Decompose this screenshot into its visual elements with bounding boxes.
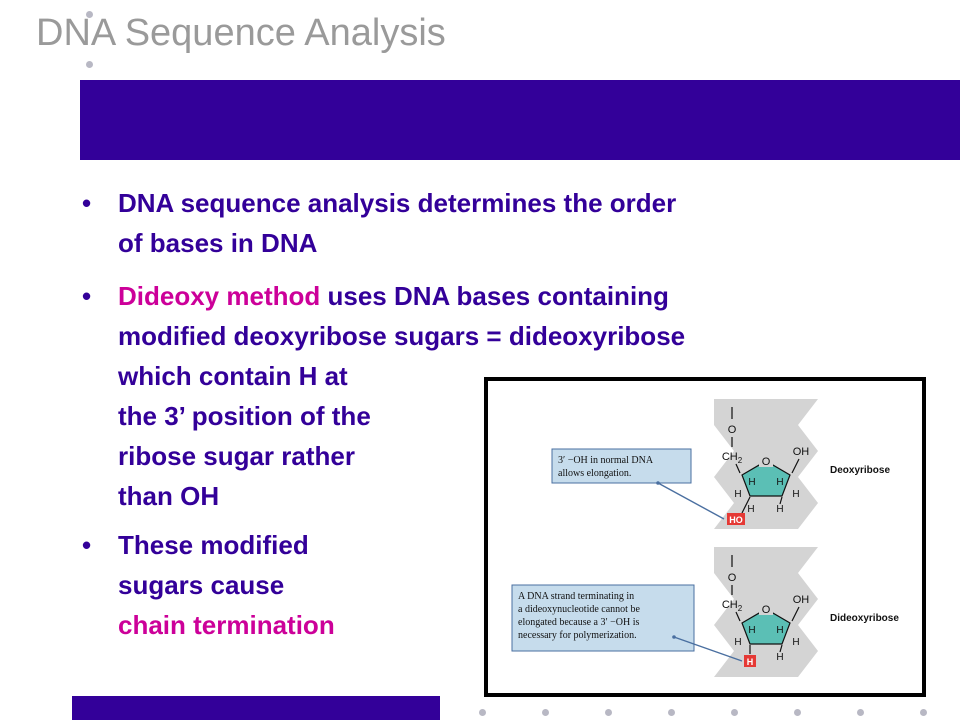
title-banner	[80, 80, 960, 160]
bullet-line: of bases in DNA	[118, 228, 318, 258]
callout-dideoxy-line: elongated because a 3′ −OH is	[518, 617, 640, 628]
highlight-chain-termination: chain termination	[118, 610, 335, 640]
callout-pointer-dot	[656, 481, 660, 485]
callout-pointer-top	[657, 482, 725, 520]
dideoxy-figure: O CH2 O OH H H H H H H HO 3′ −OH in norm…	[484, 377, 926, 697]
bond	[779, 644, 783, 653]
bond	[735, 611, 741, 622]
atom-oh-top: OH	[793, 446, 810, 458]
bullet-line: the 3’ position of the	[118, 401, 371, 431]
atom-h: H	[734, 637, 741, 648]
bond	[779, 496, 783, 505]
bullet-line: Dideoxy method uses DNA bases containing	[118, 276, 685, 316]
atom-ch2-bottom: CH2	[722, 599, 743, 613]
atom-h: H	[747, 504, 754, 515]
bond	[741, 496, 751, 514]
bullet-sequence-analysis: DNA sequence analysis determines the ord…	[82, 183, 676, 263]
callout-dideoxy-line: necessary for polymerization.	[518, 630, 637, 641]
atom-h: H	[776, 652, 783, 663]
atom-ring-o-bottom: O	[762, 604, 771, 616]
ring-o-background	[759, 455, 773, 467]
callout-pointer-dot	[672, 635, 676, 639]
ring-o-background	[759, 603, 773, 615]
bullet-line: modified deoxyribose sugars = dideoxyrib…	[118, 321, 686, 351]
atom-o-bottom: O	[728, 572, 737, 584]
atom-h: H	[776, 504, 783, 515]
dideoxy-figure-svg: O CH2 O OH H H H H H H HO 3′ −OH in norm…	[511, 399, 899, 677]
bullet-line: which contain H at	[118, 361, 348, 391]
dot	[794, 709, 801, 716]
bullet-line: sugars cause	[118, 570, 285, 600]
dot	[668, 709, 675, 716]
atom-h: H	[792, 489, 799, 500]
atom-h: H	[792, 637, 799, 648]
callout-normal-dna-line: allows elongation.	[558, 468, 631, 479]
dot	[86, 61, 93, 68]
bond	[735, 463, 741, 474]
callout-normal-dna-line: 3′ −OH in normal DNA	[558, 455, 654, 466]
callout-normal-dna	[551, 448, 692, 484]
atom-h: H	[748, 477, 755, 488]
bullet-dideoxy-method: Dideoxy method uses DNA bases containing…	[82, 276, 685, 516]
atom-ring-o-top: O	[762, 456, 771, 468]
callout-dideoxy	[511, 584, 695, 652]
label-dideoxyribose: Dideoxyribose	[830, 613, 899, 624]
bullet-modified-sugars: These modified sugars cause chain termin…	[82, 525, 335, 645]
atom-h: H	[776, 625, 783, 636]
callout-dideoxy-line: a dideoxynucleotide cannot be	[518, 604, 640, 615]
slide-title: DNA Sequence Analysis	[36, 12, 446, 54]
atom-h: H	[776, 477, 783, 488]
callout-dideoxy-line: A DNA strand terminating in	[518, 591, 634, 602]
atom-ch2-top: CH2	[722, 451, 743, 465]
dot	[731, 709, 738, 716]
label-deoxyribose: Deoxyribose	[830, 465, 890, 476]
h-marker-label: H	[747, 657, 754, 667]
dot	[857, 709, 864, 716]
dot	[605, 709, 612, 716]
atom-oh-bottom: OH	[793, 594, 810, 606]
bullet-line-rest: uses DNA bases containing	[320, 281, 669, 311]
atom-o-top: O	[728, 424, 737, 436]
bullet-line: DNA sequence analysis determines the ord…	[118, 188, 677, 218]
bond	[791, 606, 800, 622]
h-marker	[744, 655, 756, 667]
dot	[920, 709, 927, 716]
bullet-line: ribose sugar rather	[118, 441, 355, 471]
ho-marker	[727, 513, 745, 525]
bond	[791, 458, 800, 474]
dot	[86, 11, 93, 18]
bullet-line: than OH	[118, 481, 220, 511]
bullet-line: These modified	[118, 530, 309, 560]
atom-h: H	[734, 489, 741, 500]
callout-pointer-bottom	[673, 636, 743, 662]
highlight-dideoxy-method: Dideoxy method	[118, 281, 321, 311]
ho-label: HO	[729, 515, 743, 525]
dot	[479, 709, 486, 716]
footer-bar	[72, 696, 440, 720]
dot	[542, 709, 549, 716]
atom-h: H	[748, 625, 755, 636]
